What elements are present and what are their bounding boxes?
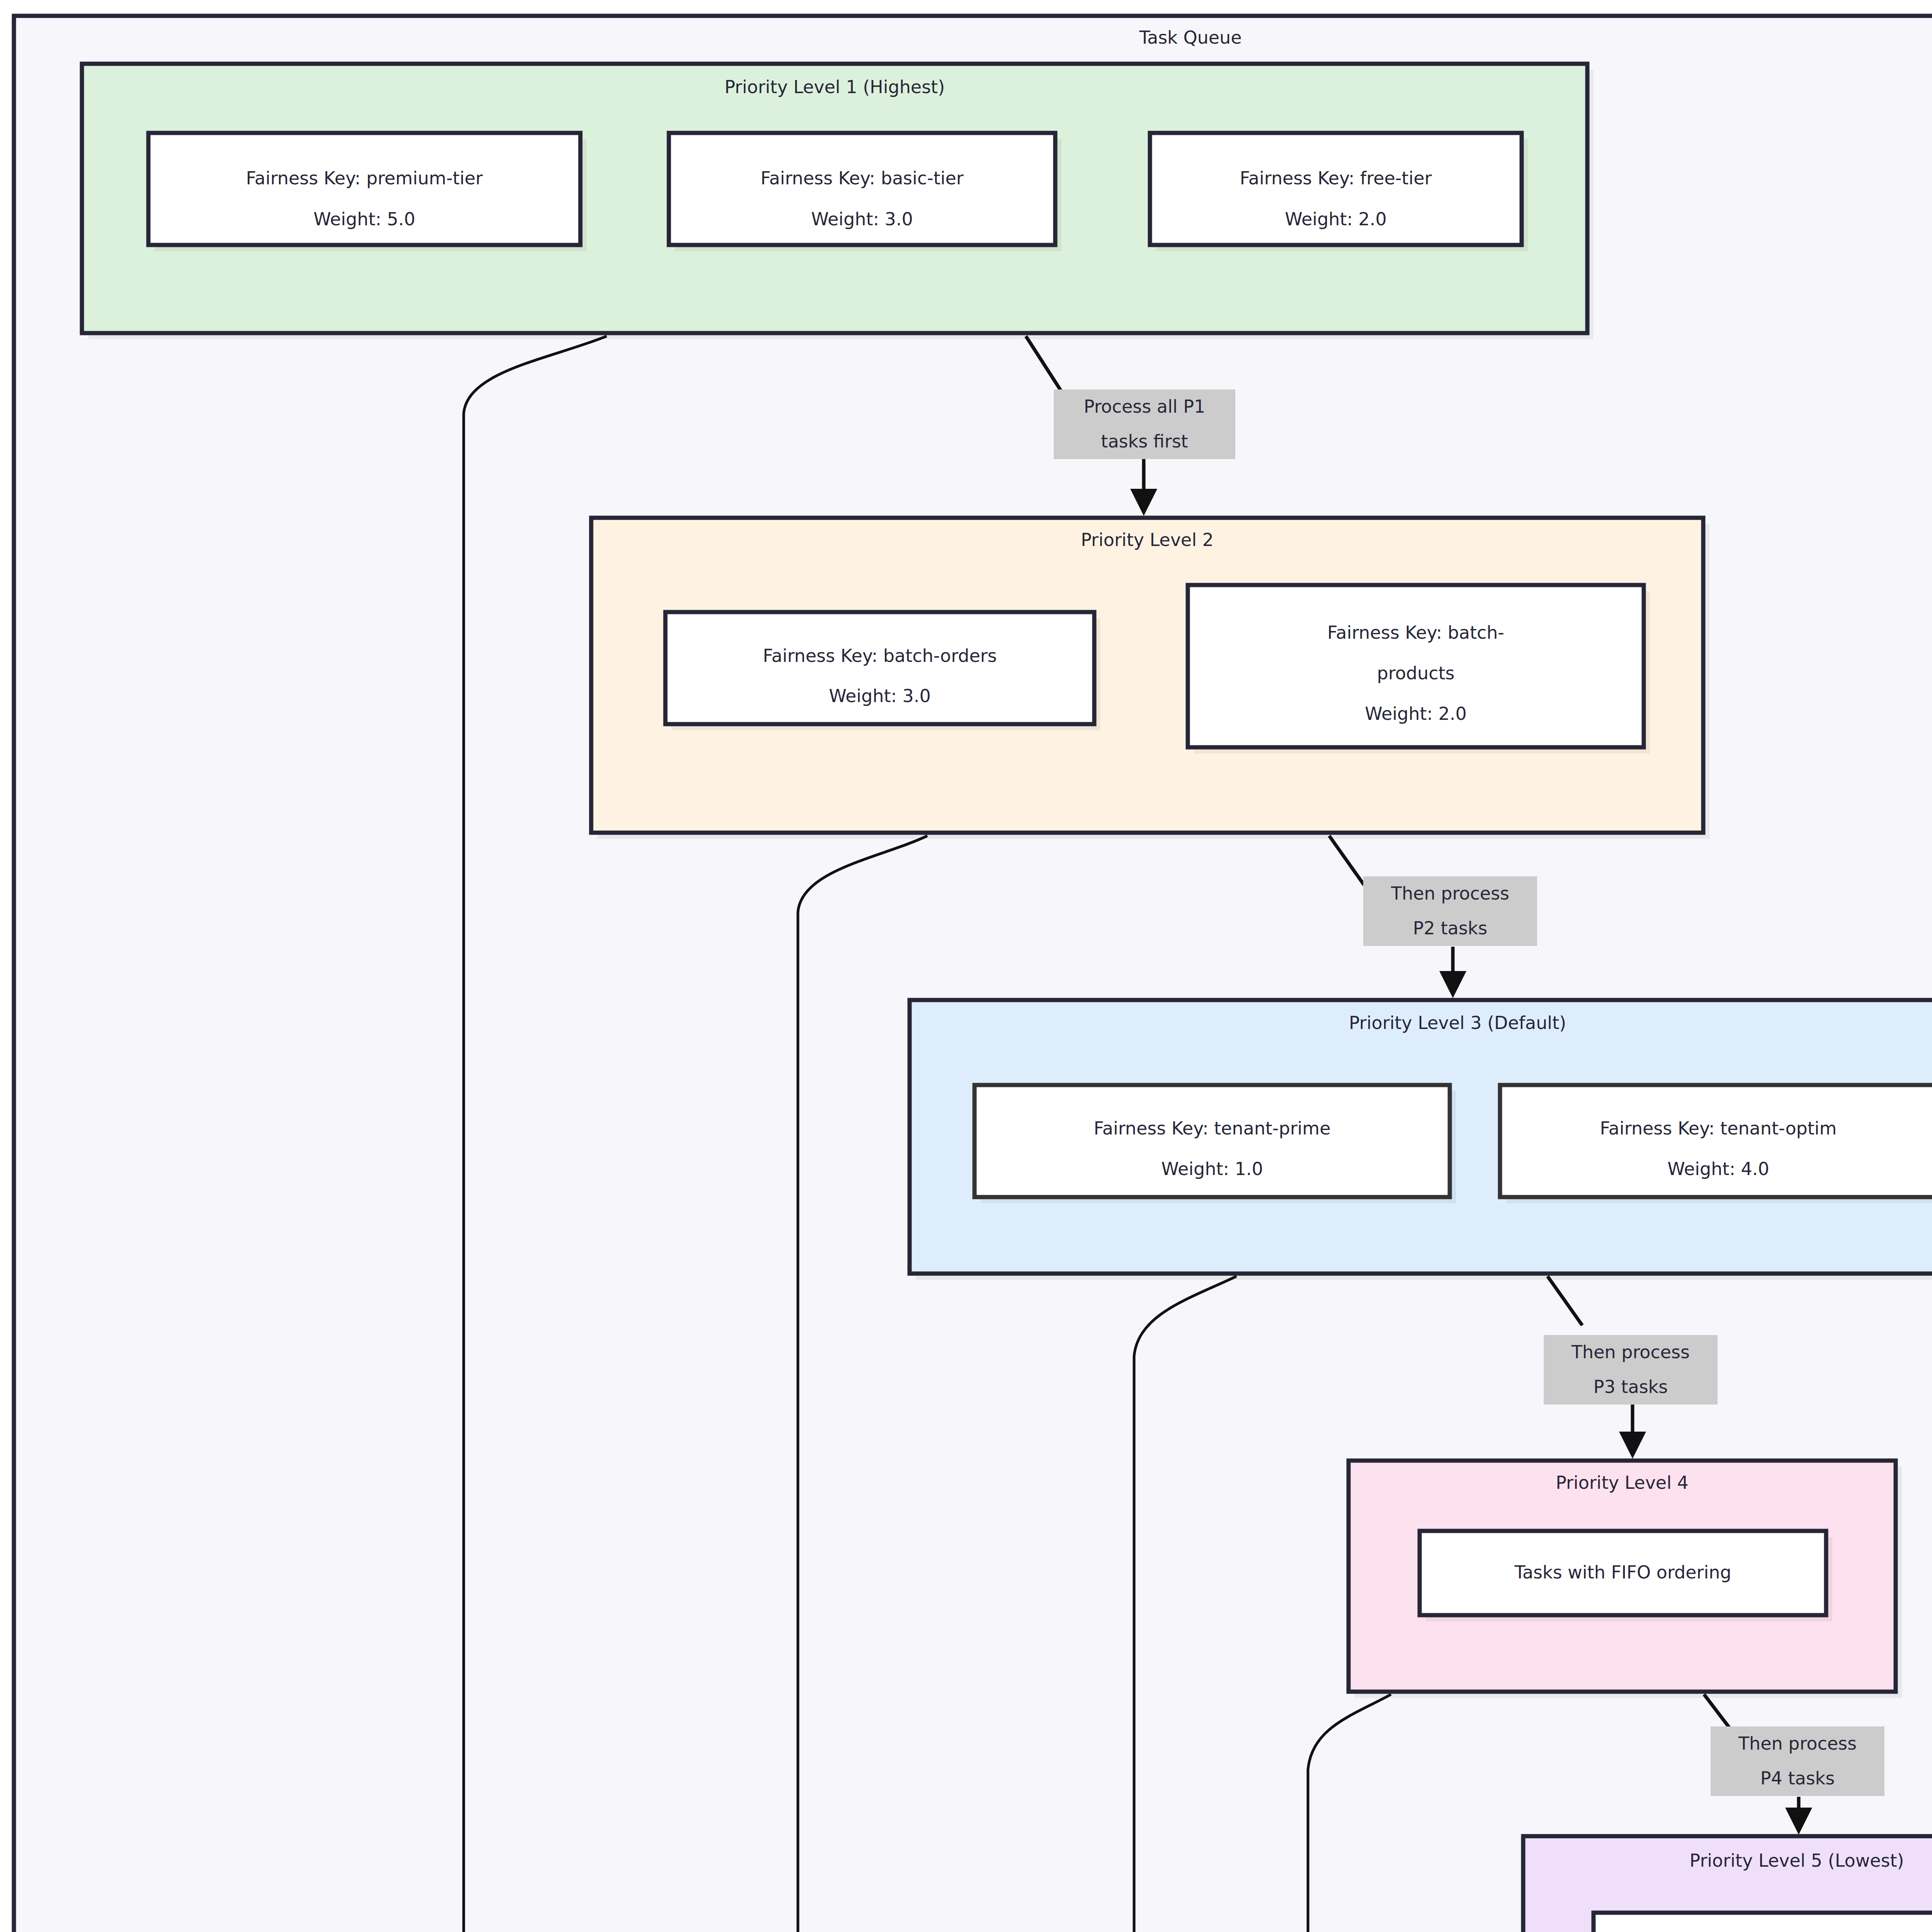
p4-title: Priority Level 4 [1556, 1472, 1689, 1493]
p3a-line1: Fairness Key: tenant-prime [1094, 1118, 1331, 1139]
p1a-line1: Fairness Key: premium-tier [246, 168, 483, 189]
p1b-line1: Fairness Key: basic-tier [760, 168, 964, 189]
p2b-line1: Fairness Key: batch- [1327, 622, 1504, 643]
p3a-line2: Weight: 1.0 [1161, 1158, 1263, 1179]
cluster-priority-level-1: Priority Level 1 (Highest) Fairness Key:… [82, 64, 1594, 339]
cluster-priority-level-5: Priority Level 5 (Lowest) Tasks with FIF… [1523, 1836, 1932, 1932]
p1a-line2: Weight: 5.0 [313, 209, 415, 230]
p4a-line1: Tasks with FIFO ordering [1514, 1562, 1731, 1583]
p2b-line2: products [1377, 663, 1455, 684]
edge-label-4-line1: Then process [1738, 1733, 1857, 1754]
edge-label-3-line1: Then process [1571, 1342, 1690, 1362]
edge-label-then-process-p3: Then process P3 tasks [1544, 1335, 1718, 1405]
p3-node-tenant-optim[interactable]: Fairness Key: tenant-optim Weight: 4.0 [1500, 1085, 1932, 1203]
p2a-box[interactable] [665, 612, 1094, 724]
p1-node-premium-tier[interactable]: Fairness Key: premium-tier Weight: 5.0 [148, 133, 587, 251]
p1c-line2: Weight: 2.0 [1285, 209, 1387, 230]
edge-label-2-line2: P2 tasks [1413, 918, 1487, 939]
p1-title: Priority Level 1 (Highest) [724, 77, 945, 97]
edge-label-then-process-p4: Then process P4 tasks [1711, 1726, 1884, 1796]
p1-node-basic-tier[interactable]: Fairness Key: basic-tier Weight: 3.0 [669, 133, 1061, 251]
cluster-priority-level-3: Priority Level 3 (Default) Fairness Key:… [910, 1000, 1932, 1280]
edge-label-1-line1: Process all P1 [1084, 396, 1206, 417]
p1b-line2: Weight: 3.0 [811, 209, 913, 230]
p2-title: Priority Level 2 [1081, 529, 1214, 550]
p3b-line1: Fairness Key: tenant-optim [1600, 1118, 1837, 1139]
edge-label-process-all-p1: Process all P1 tasks first [1054, 389, 1235, 459]
p3-node-tenant-prime[interactable]: Fairness Key: tenant-prime Weight: 1.0 [975, 1085, 1456, 1203]
cluster-priority-level-4: Priority Level 4 Tasks with FIFO orderin… [1349, 1461, 1902, 1698]
p5a-box[interactable] [1594, 1913, 1932, 1932]
p2a-line1: Fairness Key: batch-orders [763, 645, 997, 666]
p3b-line2: Weight: 4.0 [1667, 1158, 1769, 1179]
edge-label-then-process-p2: Then process P2 tasks [1363, 876, 1537, 946]
p2-node-batch-products[interactable]: Fairness Key: batch- products Weight: 2.… [1188, 585, 1650, 753]
p2b-line3: Weight: 2.0 [1365, 703, 1467, 724]
p2a-line2: Weight: 3.0 [829, 685, 931, 706]
edge-label-4-line2: P4 tasks [1760, 1768, 1835, 1789]
p4-node-fifo[interactable]: Tasks with FIFO ordering [1420, 1531, 1832, 1621]
p3-title: Priority Level 3 (Default) [1349, 1012, 1566, 1033]
task-queue-title: Task Queue [1139, 27, 1242, 48]
edge-label-2-line1: Then process [1391, 883, 1509, 904]
p1c-line1: Fairness Key: free-tier [1240, 168, 1432, 189]
p3a-box[interactable] [975, 1085, 1450, 1197]
p5-node-fifo[interactable]: Tasks with FIFO ordering [1594, 1913, 1932, 1932]
p1-node-free-tier[interactable]: Fairness Key: free-tier Weight: 2.0 [1150, 133, 1528, 251]
p3b-box[interactable] [1500, 1085, 1932, 1197]
cluster-priority-level-2: Priority Level 2 Fairness Key: batch-ord… [591, 518, 1709, 839]
p2-node-batch-orders[interactable]: Fairness Key: batch-orders Weight: 3.0 [665, 612, 1100, 730]
p5-title: Priority Level 5 (Lowest) [1689, 1850, 1904, 1871]
edge-label-3-line2: P3 tasks [1594, 1376, 1668, 1397]
edge-label-1-line2: tasks first [1101, 431, 1188, 452]
